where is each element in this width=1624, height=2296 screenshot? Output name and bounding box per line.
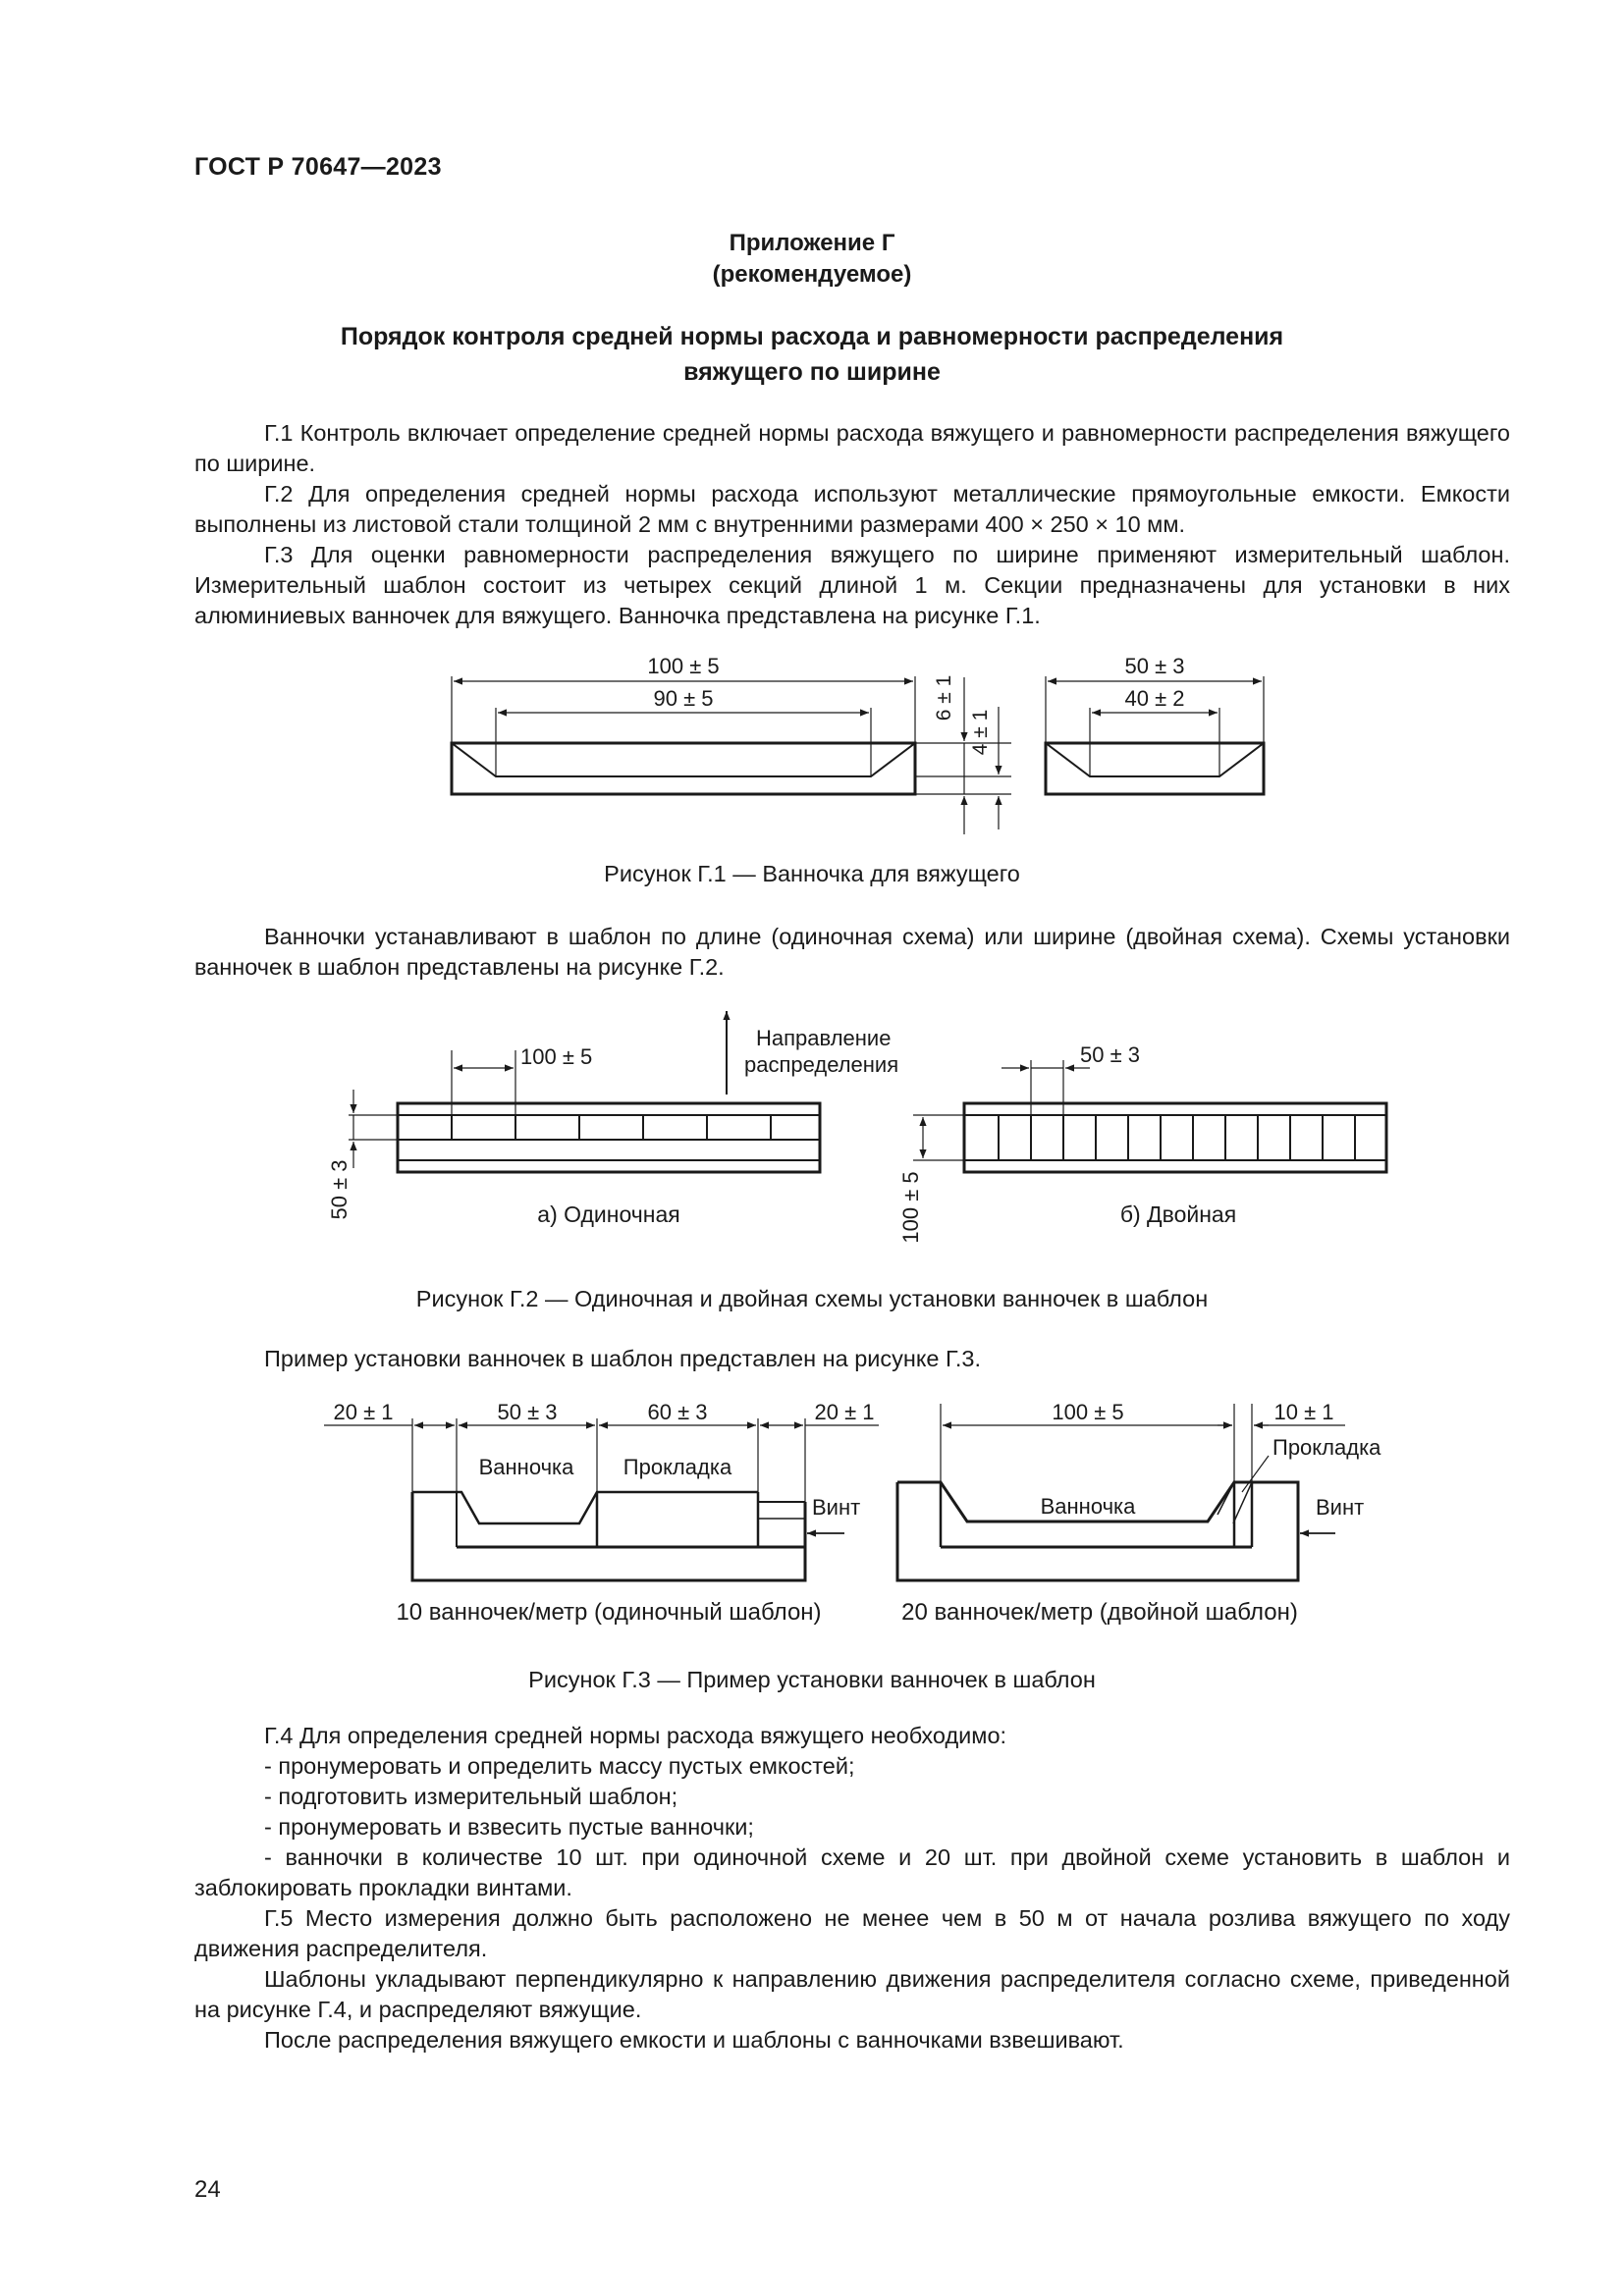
label-left-tray: Ванночка [479, 1455, 575, 1479]
label-left-spacer: Прокладка [623, 1455, 732, 1479]
paragraph-g5: Г.5 Место измерения должно быть располож… [194, 1905, 1510, 1961]
paragraph-g1: Г.1 Контроль включает определение средне… [194, 420, 1510, 476]
tray-side-inner [451, 742, 916, 777]
label-right-spacer: Прокладка [1272, 1435, 1381, 1460]
dim-double-length: 100 ± 5 [898, 1171, 923, 1243]
dim-left-margin-1: 20 ± 1 [333, 1400, 393, 1424]
paragraph-g5-b: Шаблоны укладывают перпендикулярно к нап… [194, 1966, 1510, 2022]
paragraph-g2: Г.2 Для определения средней нормы расход… [194, 481, 1510, 537]
direction-label-line1: Направление [756, 1026, 891, 1050]
dim-tray-width-inner: 40 ± 2 [1124, 686, 1184, 711]
subcaption-single-template: 10 ванночек/метр (одиночный шаблон) [396, 1599, 821, 1626]
dim-tray-length-inner: 90 ± 5 [653, 686, 713, 711]
figure-g3-drawing: 20 ± 1 50 ± 3 60 ± 3 20 ± 1 Ванночка Про… [324, 1400, 1381, 1626]
figure-g1-caption: Рисунок Г.1 — Ванночка для вяжущего [604, 861, 1020, 886]
list-item: - пронумеровать и взвесить пустые ванноч… [264, 1814, 754, 1840]
paragraph-after-fig1-wrap: Ванночки устанавливают в шаблон по длине… [194, 922, 1510, 983]
paragraph-after-fig1: Ванночки устанавливают в шаблон по длине… [194, 924, 1510, 980]
dim-left-margin-2: 20 ± 1 [814, 1400, 874, 1424]
subcaption-double-template: 20 ванночек/метр (двойной шаблон) [901, 1599, 1298, 1626]
list-item: - ванночки в количестве 10 шт. при одино… [194, 1844, 1510, 1900]
document-id: ГОСТ Р 70647—2023 [194, 153, 442, 181]
label-single-scheme: а) Одиночная [537, 1201, 679, 1227]
double-template-outline [962, 1101, 1388, 1174]
figure-g1-drawing: 100 ± 5 90 ± 5 50 ± 3 40 ± 2 6 ± 1 4 ± 1 [450, 654, 1266, 834]
section-title-line1: Порядок контроля средней нормы расхода и… [340, 323, 1284, 350]
section-title-line2: вяжущего по ширине [683, 358, 941, 386]
paragraph-after-fig2-wrap: Пример установки ванночек в шаблон предс… [194, 1344, 1510, 1374]
label-left-screw: Винт [812, 1495, 860, 1520]
dim-right-tray: 100 ± 5 [1052, 1400, 1123, 1424]
paragraph-g3: Г.3 Для оценки равномерности распределен… [194, 542, 1510, 628]
dim-tray-height-inner: 4 ± 1 [969, 710, 992, 756]
tray-side-outline [450, 741, 917, 796]
dim-right-spacer: 10 ± 1 [1273, 1400, 1333, 1424]
appendix-title: Приложение Г [729, 230, 895, 256]
figure-g3-caption: Рисунок Г.3 — Пример установки ванночек … [528, 1667, 1096, 1692]
figure-g2-caption: Рисунок Г.2 — Одиночная и двойная схемы … [415, 1286, 1209, 1311]
tray-end-outline [1044, 741, 1266, 796]
single-template-outline [396, 1101, 822, 1174]
dim-single-width: 50 ± 3 [327, 1159, 352, 1219]
paragraph-g4-intro: Г.4 Для определения средней нормы расход… [264, 1723, 1007, 1748]
figure-g2-drawing: 100 ± 5 50 ± 3 Направление распределения… [327, 1011, 1388, 1244]
dim-double-width: 50 ± 3 [1080, 1042, 1140, 1067]
paragraph-after-fig2: Пример установки ванночек в шаблон предс… [264, 1346, 981, 1371]
dim-single-length: 100 ± 5 [520, 1044, 592, 1069]
tray-end-inner [1045, 742, 1265, 777]
paragraph-g5-c: После распределения вяжущего емкости и ш… [264, 2027, 1124, 2053]
label-right-screw: Винт [1316, 1495, 1364, 1520]
dim-left-spacer: 60 ± 3 [647, 1400, 707, 1424]
page-number: 24 [194, 2176, 221, 2203]
label-right-tray: Ванночка [1041, 1494, 1137, 1519]
dim-tray-length-outer: 100 ± 5 [647, 654, 719, 678]
label-double-scheme: б) Двойная [1120, 1201, 1236, 1227]
list-item: - пронумеровать и определить массу пусты… [264, 1753, 855, 1779]
dim-tray-height-outer: 6 ± 1 [933, 675, 955, 721]
dim-tray-width-outer: 50 ± 3 [1124, 654, 1184, 678]
paragraphs-g4-g5: Г.4 Для определения средней нормы расход… [194, 1721, 1510, 2056]
dim-left-tray: 50 ± 3 [497, 1400, 557, 1424]
intro-paragraphs: Г.1 Контроль включает определение средне… [194, 418, 1510, 631]
direction-label-line2: распределения [744, 1052, 898, 1077]
appendix-subtitle: (рекомендуемое) [712, 261, 912, 288]
list-item: - подготовить измерительный шаблон; [264, 1784, 678, 1809]
